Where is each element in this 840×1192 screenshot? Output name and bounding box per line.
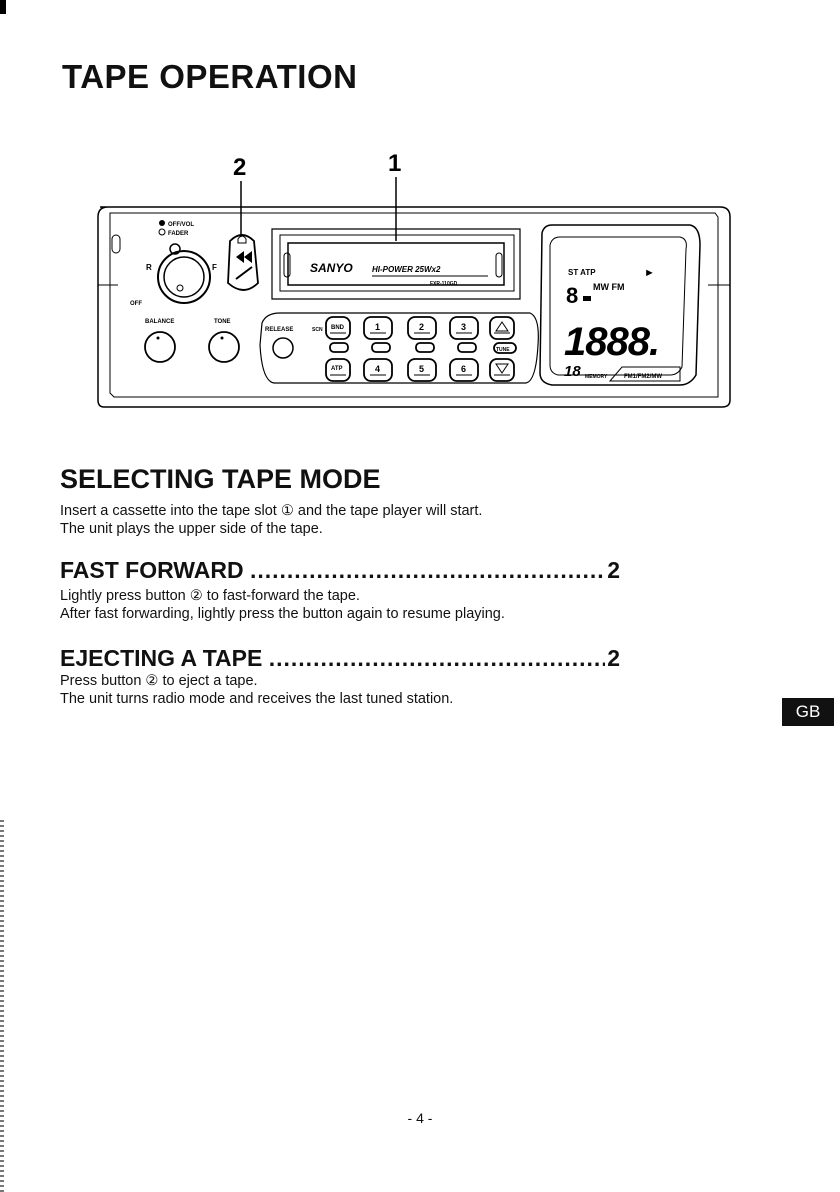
ejecting-leader: ........................................… [268, 645, 620, 671]
fast-forward-line-2: After fast forwarding, lightly press the… [60, 606, 505, 622]
scn-label: SCN [312, 327, 323, 333]
ejecting-ref: 2 [605, 645, 620, 672]
preset-2 [407, 316, 437, 340]
fast-forward-line-1: Lightly press button ② to fast-forward t… [60, 588, 360, 604]
tone-knob [208, 331, 240, 363]
preset-5-label: 5 [419, 364, 424, 374]
display-small-digit: 8 [566, 283, 578, 308]
down-button [489, 358, 515, 382]
display-band: MW FM [593, 282, 625, 292]
knob-label-r: R [146, 263, 152, 272]
ejecting-title: EJECTING A TAPE [60, 645, 263, 671]
ejecting-heading: EJECTING A TAPE ........................… [60, 645, 620, 672]
display-st-atp: ST ATP [568, 268, 596, 277]
volume-knob [157, 250, 211, 304]
selecting-line-2: The unit plays the upper side of the tap… [60, 521, 323, 537]
corner-mark [0, 0, 6, 14]
preset-3-label: 3 [461, 322, 466, 332]
fast-forward-leader: ........................................… [249, 557, 620, 583]
balance-knob [144, 331, 176, 363]
knob-label-off: OFF [130, 301, 142, 307]
callout-1: 1 [388, 150, 401, 177]
page-number: - 4 - [407, 1110, 433, 1126]
language-tab: GB [782, 698, 834, 726]
model-label: FXR-110GD [430, 281, 458, 287]
ejecting-line-2: The unit turns radio mode and receives t… [60, 691, 454, 707]
display-memory: MEMORY [585, 374, 608, 380]
callout-2: 2 [233, 154, 246, 181]
preset-4-label: 4 [375, 364, 380, 374]
release-button [272, 337, 294, 359]
knob-label-f: F [212, 263, 217, 272]
selecting-line-1: Insert a cassette into the tape slot ① a… [60, 503, 483, 519]
preset-6 [449, 358, 479, 382]
preset-1-label: 1 [375, 322, 380, 332]
preset-4 [363, 358, 393, 382]
ejecting-line-1: Press button ② to eject a tape. [60, 673, 258, 689]
atp-button [325, 358, 351, 382]
up-button [489, 316, 515, 340]
display-frequency: 1888. [564, 320, 659, 364]
bnd-button [325, 316, 351, 340]
knob-label-fader: FADER [168, 231, 189, 237]
preset-5 [407, 358, 437, 382]
display-play: ► [644, 267, 655, 279]
fast-forward-title: FAST FORWARD [60, 557, 244, 583]
preset-3 [449, 316, 479, 340]
display-memory-number: 18 [564, 363, 581, 380]
tune-label: TUNE [496, 347, 510, 353]
fast-forward-ref: 2 [605, 557, 620, 584]
scan-edge [0, 820, 4, 1192]
balance-label: BALANCE [145, 319, 174, 325]
knob-label-offvol: OFF/VOL [168, 222, 194, 228]
preset-2-label: 2 [419, 322, 424, 332]
preset-1 [363, 316, 393, 340]
selecting-tape-mode-heading: SELECTING TAPE MODE [60, 464, 381, 494]
power-label: HI-POWER 25Wx2 [372, 265, 441, 274]
tune-button [493, 342, 517, 354]
display-bands: FM1/FM2/MW [624, 374, 662, 380]
atp-label: ATP [331, 366, 343, 372]
brand-logo: SANYO [310, 261, 353, 275]
fast-forward-heading: FAST FORWARD ...........................… [60, 557, 620, 584]
tone-label: TONE [214, 319, 231, 325]
release-label: RELEASE [265, 327, 293, 333]
preset-6-label: 6 [461, 364, 466, 374]
page-title: TAPE OPERATION [62, 58, 358, 95]
bnd-label: BND [331, 325, 345, 331]
car-stereo-illustration: 2 1 OFF/VOL FADER R F OFF BALANCE TONE S… [90, 145, 740, 415]
